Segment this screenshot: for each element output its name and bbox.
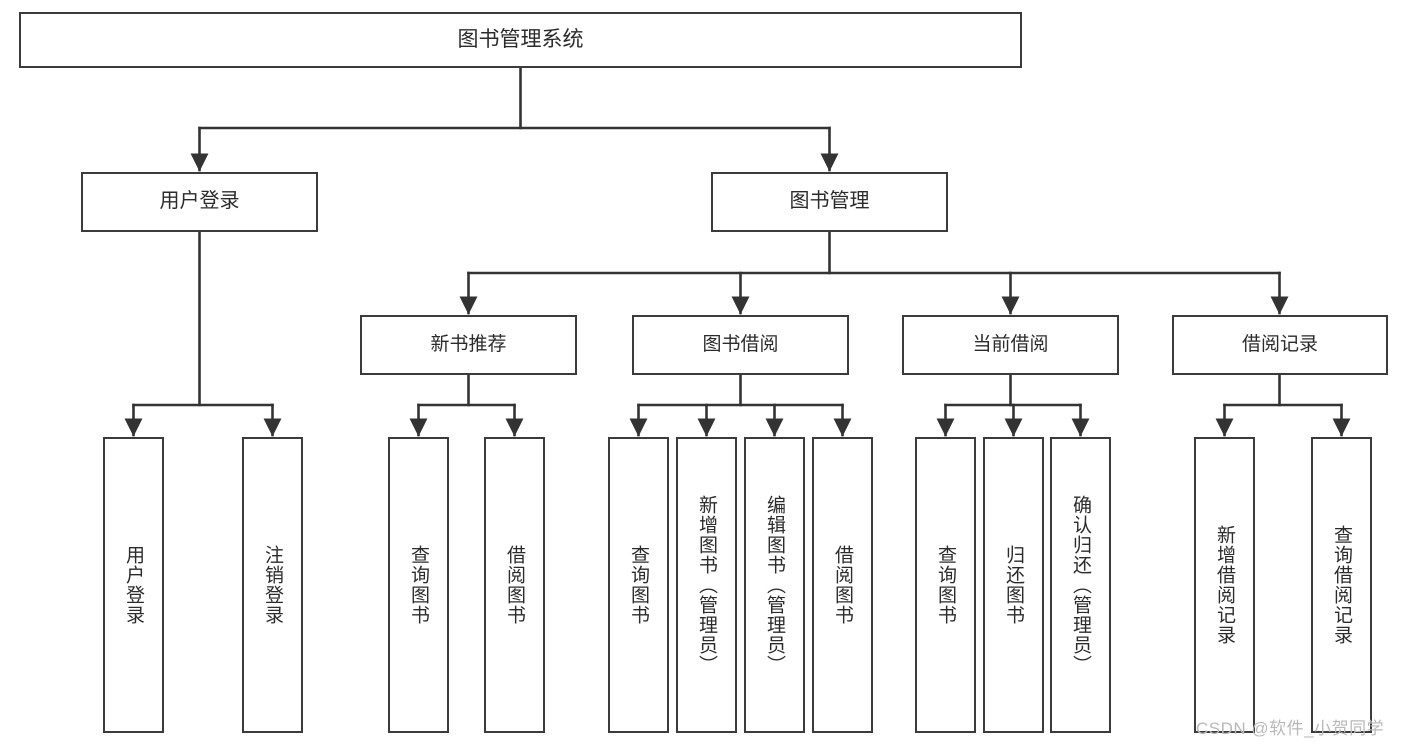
node-leaf-edit-book-admin[interactable]: 编辑图书（管理员） bbox=[744, 437, 805, 733]
node-user-login[interactable]: 用户登录 bbox=[81, 172, 318, 232]
node-leaf-logout[interactable]: 注销登录 bbox=[242, 437, 303, 733]
node-new-book-recommendation[interactable]: 新书推荐 bbox=[360, 315, 577, 375]
node-label: 图书管理 bbox=[789, 190, 870, 213]
node-label: 借阅图书 bbox=[832, 545, 853, 625]
node-label: 查询图书 bbox=[935, 545, 956, 625]
node-leaf-user-login[interactable]: 用户登录 bbox=[103, 437, 164, 733]
node-leaf-borrow-book[interactable]: 借阅图书 bbox=[812, 437, 873, 733]
node-leaf-return-book[interactable]: 归还图书 bbox=[983, 437, 1044, 733]
node-leaf-borrow-book-recommend[interactable]: 借阅图书 bbox=[484, 437, 545, 733]
node-leaf-query-book-borrow[interactable]: 查询图书 bbox=[608, 437, 669, 733]
node-leaf-query-book-current[interactable]: 查询图书 bbox=[915, 437, 976, 733]
node-label: 当前借阅 bbox=[972, 333, 1049, 355]
node-label: 查询图书 bbox=[628, 545, 649, 625]
node-label: 新增借阅记录 bbox=[1214, 525, 1235, 645]
node-label: 用户登录 bbox=[123, 545, 144, 625]
node-label: 归还图书 bbox=[1003, 545, 1024, 625]
node-leaf-query-borrow-record[interactable]: 查询借阅记录 bbox=[1311, 437, 1372, 733]
node-label: 新增图书（管理员） bbox=[696, 495, 717, 675]
node-label: 查询图书 bbox=[408, 545, 429, 625]
node-label: 借阅图书 bbox=[504, 545, 525, 625]
node-current-borrow[interactable]: 当前借阅 bbox=[902, 315, 1119, 375]
node-label: 查询借阅记录 bbox=[1331, 525, 1352, 645]
node-book-borrow[interactable]: 图书借阅 bbox=[632, 315, 849, 375]
node-borrow-record[interactable]: 借阅记录 bbox=[1172, 315, 1388, 375]
node-root-system[interactable]: 图书管理系统 bbox=[19, 12, 1022, 68]
node-leaf-query-book-recommend[interactable]: 查询图书 bbox=[388, 437, 449, 733]
node-label: 借阅记录 bbox=[1241, 333, 1318, 355]
node-label: 新书推荐 bbox=[430, 333, 507, 355]
node-leaf-add-book-admin[interactable]: 新增图书（管理员） bbox=[676, 437, 737, 733]
node-label: 注销登录 bbox=[262, 545, 283, 625]
node-leaf-confirm-return-admin[interactable]: 确认归还（管理员） bbox=[1050, 437, 1111, 733]
node-leaf-add-borrow-record[interactable]: 新增借阅记录 bbox=[1194, 437, 1255, 733]
node-label: 图书管理系统 bbox=[457, 27, 584, 51]
node-label: 编辑图书（管理员） bbox=[764, 495, 785, 675]
node-book-management[interactable]: 图书管理 bbox=[711, 172, 948, 232]
node-label: 用户登录 bbox=[159, 190, 240, 213]
node-label: 确认归还（管理员） bbox=[1070, 495, 1091, 675]
node-label: 图书借阅 bbox=[702, 333, 779, 355]
csdn-watermark: CSDN @软件_小贺同学 bbox=[1196, 719, 1385, 738]
